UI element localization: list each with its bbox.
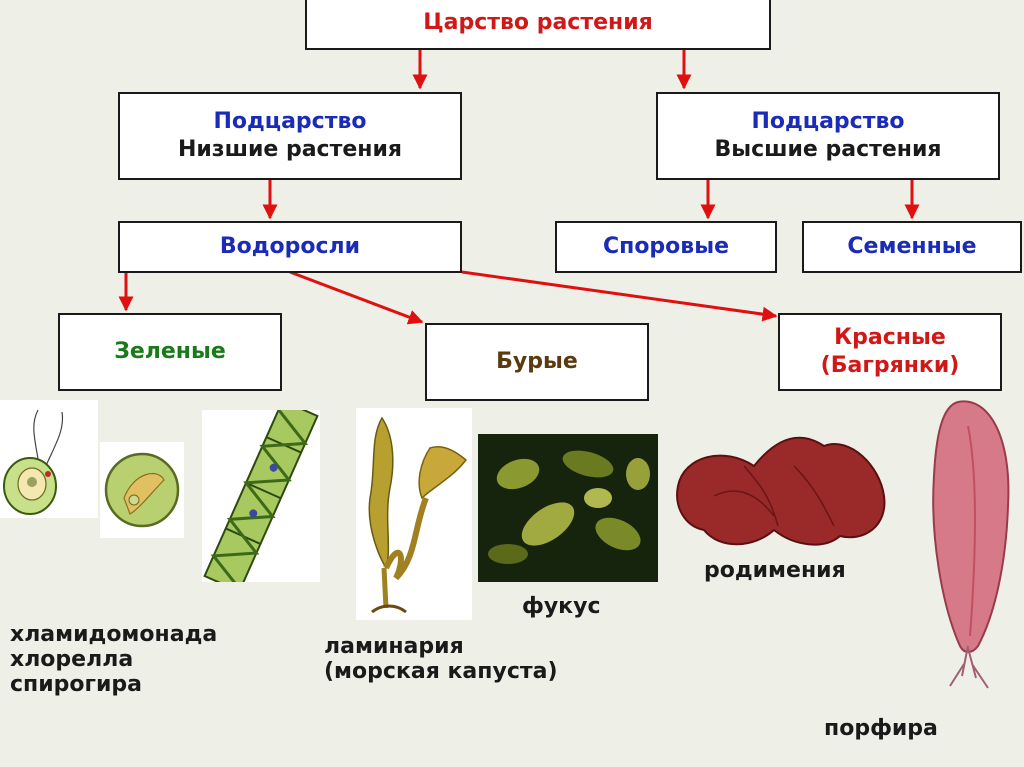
caption-rhodymenia: родимения	[704, 558, 846, 583]
porphyra-illustration	[928, 396, 1014, 696]
laminaria-captions: ламинария (морская капуста)	[324, 634, 558, 684]
chlamydomonas-illustration	[0, 400, 98, 518]
chlorella-illustration	[100, 442, 184, 538]
green-algae-box: Зеленые	[58, 313, 282, 391]
chlamydomonas-drawing	[3, 409, 64, 515]
caption-porphyra: порфира	[824, 716, 938, 741]
caption-fucus: фукус	[522, 594, 601, 619]
lower-subkingdom-label: Подцарство	[213, 109, 367, 134]
porphyra-drawing	[932, 400, 1010, 689]
rhodymenia-illustration	[674, 426, 890, 552]
caption-laminaria: ламинария	[324, 634, 464, 659]
red-algae-label: Красные	[834, 325, 946, 350]
red-algae-box: Красные (Багрянки)	[778, 313, 1002, 391]
spore-plants-box: Споровые	[555, 221, 777, 273]
caption-spirogyra: спирогира	[10, 672, 143, 697]
laminaria-illustration	[356, 408, 472, 620]
chlorella-drawing	[104, 452, 180, 528]
spore-plants-label: Споровые	[602, 234, 730, 259]
higher-plants-box: Подцарство Высшие растения	[656, 92, 1000, 180]
seed-plants-box: Семенные	[802, 221, 1022, 273]
arrow-algae-to-brown	[289, 270, 424, 325]
spirogyra-drawing	[203, 399, 319, 593]
algae-box: Водоросли	[118, 221, 462, 273]
kingdom-label: Царство растения	[423, 10, 653, 35]
higher-subkingdom-label: Подцарство	[751, 109, 905, 134]
green-algae-label: Зеленые	[114, 339, 226, 364]
seed-plants-label: Семенные	[847, 234, 977, 259]
rhodymenia-drawing	[676, 436, 886, 546]
algae-label: Водоросли	[219, 234, 361, 259]
brown-algae-label: Бурые	[496, 349, 578, 374]
caption-chlamydomonas: хламидомонада	[10, 622, 218, 647]
fucus-drawing	[488, 450, 650, 564]
caption-sea-cabbage: (морская капуста)	[324, 659, 558, 684]
kingdom-box: Царство растения	[305, 0, 771, 50]
spirogyra-illustration	[202, 399, 320, 593]
fucus-photo	[478, 434, 658, 582]
arrow-algae-to-red	[461, 270, 778, 322]
red-algae-sublabel: (Багрянки)	[820, 353, 960, 378]
brown-algae-box: Бурые	[425, 323, 649, 401]
higher-plants-label: Высшие растения	[714, 137, 942, 162]
lower-plants-box: Подцарство Низшие растения	[118, 92, 462, 180]
green-algae-captions: хламидомонада хлорелла спирогира	[10, 622, 217, 697]
caption-chlorella: хлорелла	[10, 647, 134, 672]
laminaria-drawing	[368, 416, 468, 614]
lower-plants-label: Низшие растения	[177, 137, 403, 162]
